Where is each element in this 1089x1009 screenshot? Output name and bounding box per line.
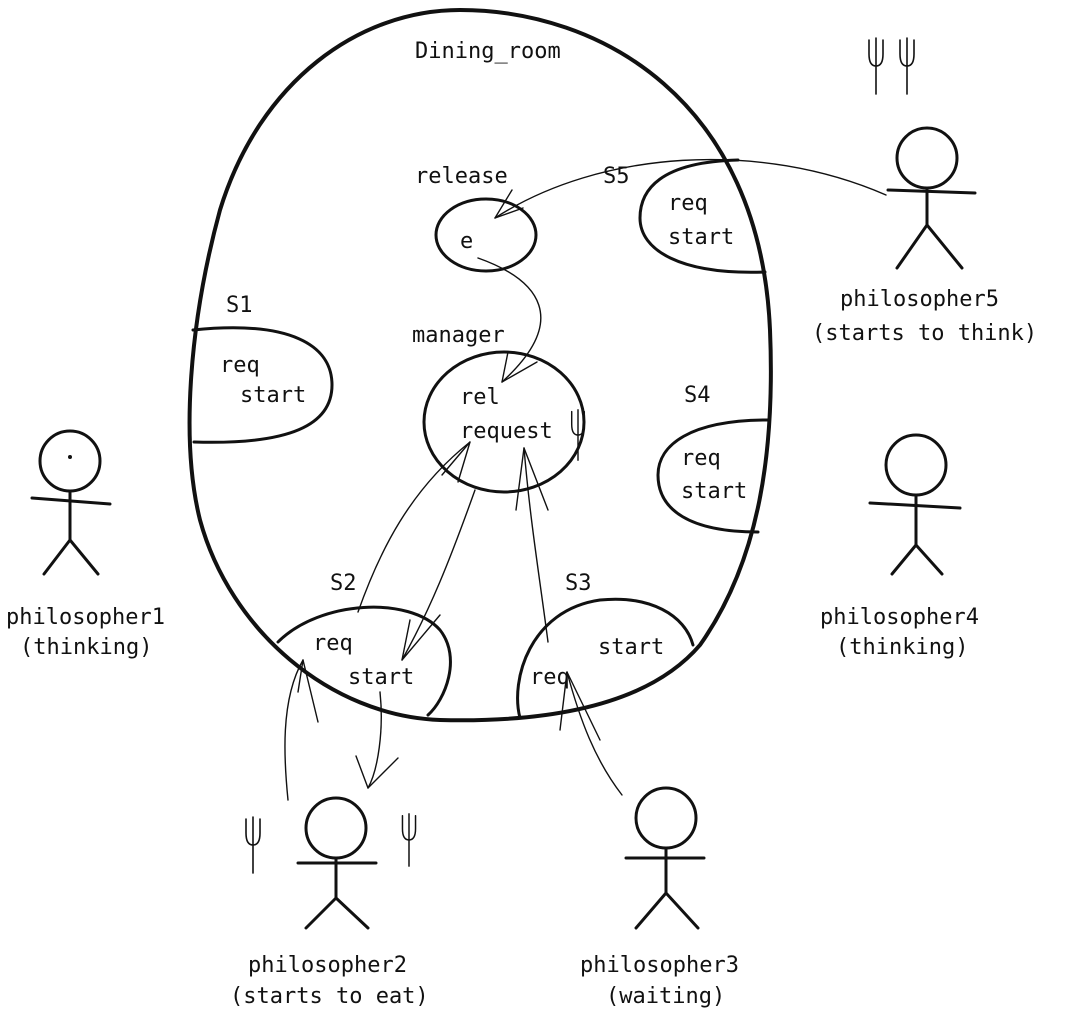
philosopher1-name: philosopher1 xyxy=(6,605,165,630)
philosopher3-name: philosopher3 xyxy=(580,953,739,978)
s4-object xyxy=(656,418,770,534)
arrow-p2-to-s2 xyxy=(284,659,304,801)
manager-entry-request: request xyxy=(460,419,553,444)
s4-label: S4 xyxy=(684,383,711,408)
release-entry-e: e xyxy=(460,229,473,254)
s4-entry-start: start xyxy=(681,479,747,504)
s5-entry-start: start xyxy=(668,225,734,250)
arrow-s2-to-p2 xyxy=(367,691,382,789)
philosopher1-eye-dot xyxy=(68,455,72,459)
fork-icon-p2-left xyxy=(245,816,261,874)
arrow-s3-to-manager xyxy=(523,447,549,643)
s4-entry-req: req xyxy=(681,446,721,471)
philosopher4-name: philosopher4 xyxy=(820,605,979,630)
philosopher5-state: (starts to think) xyxy=(812,321,1037,346)
s1-entry-start: start xyxy=(240,383,306,408)
philosopher2-figure xyxy=(296,796,378,930)
philosopher3-state: (waiting) xyxy=(606,984,725,1009)
arrow-p5-to-release xyxy=(494,158,887,219)
s2-entry-start: start xyxy=(348,665,414,690)
s3-entry-req: req xyxy=(530,665,570,690)
philosopher2-state: (starts to eat) xyxy=(230,984,429,1009)
arrow-release-to-manager xyxy=(477,257,542,383)
s1-object xyxy=(191,326,334,444)
manager-label: manager xyxy=(412,323,505,348)
s2-object xyxy=(276,605,452,717)
fork-icon-p2-right xyxy=(401,812,417,868)
s3-label: S3 xyxy=(565,571,592,596)
s1-entry-req: req xyxy=(220,353,260,378)
philosopher5-name: philosopher5 xyxy=(840,287,999,312)
s3-entry-start: start xyxy=(598,635,664,660)
release-label: release xyxy=(415,164,508,189)
s2-label: S2 xyxy=(330,571,357,596)
call-arrows xyxy=(284,158,887,801)
fork-icon-p5-b xyxy=(899,37,915,95)
philosopher4-state: (thinking) xyxy=(836,635,968,660)
arrow-manager-to-s2 xyxy=(401,489,476,661)
s5-object xyxy=(638,158,767,274)
philosopher1-figure xyxy=(30,429,112,576)
philosopher3-figure xyxy=(624,786,706,930)
release-object xyxy=(434,197,538,273)
philosopher1-state: (thinking) xyxy=(20,635,152,660)
s5-entry-req: req xyxy=(668,191,708,216)
philosopher4-figure xyxy=(868,433,962,576)
philosopher5-figure xyxy=(886,126,977,270)
arrow-s2-to-manager xyxy=(357,441,471,613)
arrow-p3-to-s3 xyxy=(566,671,623,796)
room-title: Dining_room xyxy=(415,39,561,64)
s3-object xyxy=(516,597,695,720)
s1-label: S1 xyxy=(226,293,253,318)
dining-room-boundary xyxy=(187,8,773,723)
fork-icon-p5-a xyxy=(868,37,884,95)
philosopher2-name: philosopher2 xyxy=(248,953,407,978)
s2-entry-req: req xyxy=(313,631,353,656)
manager-entry-rel: rel xyxy=(460,385,500,410)
